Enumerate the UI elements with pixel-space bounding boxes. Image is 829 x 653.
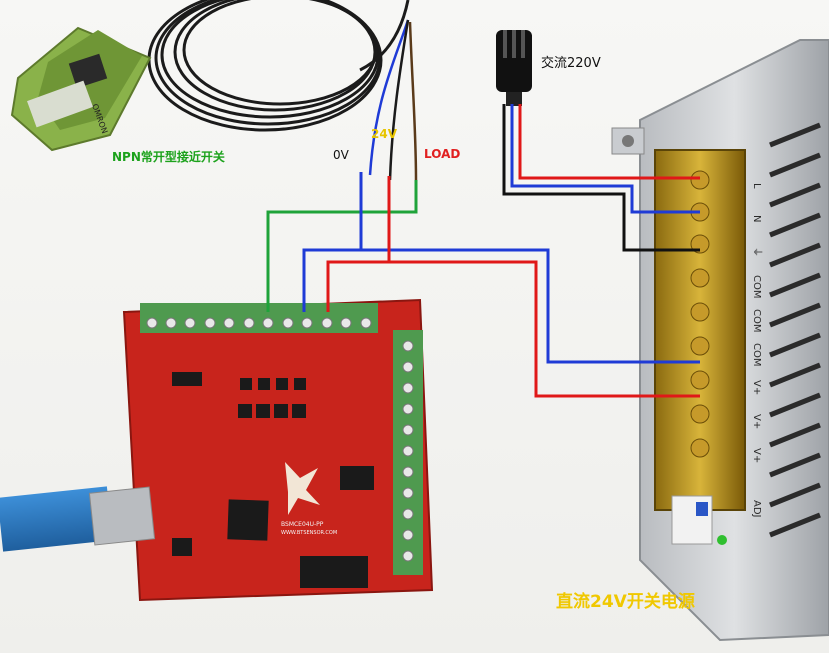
wire-blue-sensor bbox=[359, 172, 700, 364]
twenty-four-volt-label: 24V bbox=[371, 127, 397, 141]
io-header bbox=[300, 556, 368, 588]
psu-terminal-label: ⏚ bbox=[751, 247, 763, 257]
ac-plug bbox=[496, 30, 532, 106]
psu-terminal-label: V+ bbox=[751, 448, 762, 463]
dc-power-supply: L N ⏚ COM COM COM V+ V+ V+ ADJ bbox=[611, 39, 829, 642]
psu-terminal-label: COM bbox=[751, 343, 762, 366]
wire-blue-board bbox=[302, 248, 361, 312]
zero-volt-label: 0V bbox=[333, 148, 349, 162]
sensor-cable-coil bbox=[147, 0, 410, 132]
wire-red-board bbox=[326, 260, 389, 312]
board-logo bbox=[285, 462, 320, 515]
adjust-pot bbox=[696, 502, 708, 516]
psu-terminal-label: COM bbox=[751, 309, 762, 332]
sensor-wire-ends bbox=[368, 19, 418, 181]
psu-terminal-label: COM bbox=[751, 275, 762, 298]
psu-terminal-label: V+ bbox=[751, 380, 762, 395]
wire-ac-red bbox=[518, 104, 700, 180]
wire-ac-blue bbox=[510, 104, 700, 214]
top-terminal-strip bbox=[140, 303, 378, 333]
wire-ac-black bbox=[502, 104, 700, 252]
wire-green bbox=[266, 180, 418, 312]
controller-board: BSMCE04U-PP WWW.BTSENSOR.COM bbox=[122, 298, 434, 602]
wiring-overlay bbox=[266, 104, 700, 398]
usb-cable bbox=[0, 486, 156, 552]
ac-input-label: 交流220V bbox=[541, 56, 601, 71]
board-model-text: BSMCE04U-PP bbox=[281, 521, 324, 528]
psu-terminal-label: L bbox=[751, 183, 762, 189]
npn-proximity-sensor: OMRON bbox=[10, 26, 152, 152]
load-label: LOAD bbox=[424, 147, 461, 161]
wire-red-sensor bbox=[387, 176, 700, 398]
npn-sensor-label: NPN常开型接近开关 bbox=[112, 150, 225, 164]
psu-terminal-label: ADJ bbox=[751, 500, 762, 518]
power-led bbox=[717, 535, 727, 545]
psu-terminal-label: V+ bbox=[751, 414, 762, 429]
dc-supply-label: 直流24V开关电源 bbox=[556, 592, 695, 612]
psu-terminal-label: N bbox=[751, 215, 762, 222]
board-site-text: WWW.BTSENSOR.COM bbox=[281, 530, 337, 536]
